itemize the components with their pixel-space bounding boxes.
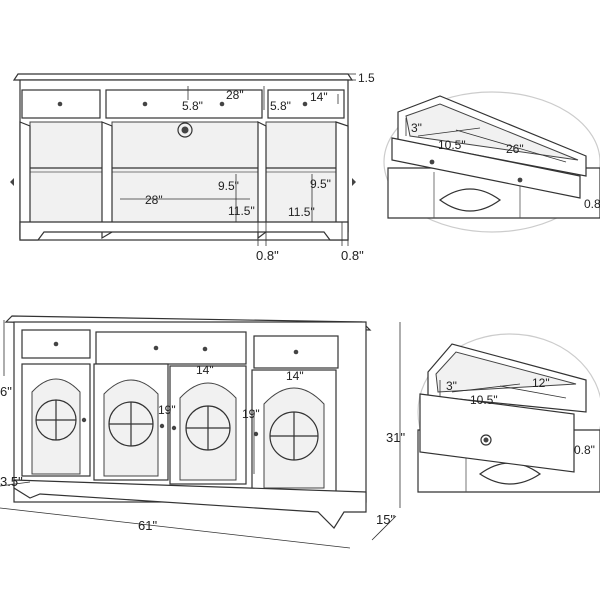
door-3 <box>169 365 247 485</box>
drawer-knob-icon <box>57 101 63 107</box>
open-door-center-left <box>101 121 113 240</box>
label-drawer-edge-top: 0.8 <box>584 197 600 211</box>
label-leg-left: 0.8" <box>256 248 279 263</box>
front-cabinet-base <box>13 479 367 529</box>
top-drawer-center <box>105 89 263 119</box>
arrow-right-icon <box>352 178 356 186</box>
door-2 <box>93 363 169 481</box>
arrow-left-icon <box>10 178 14 186</box>
door-knob-icon <box>81 417 87 423</box>
drawer-front-bottom <box>419 393 575 473</box>
label-center-bottom-height: 11.5" <box>228 204 255 218</box>
label-drawer-height-left: 5.8" <box>182 99 203 113</box>
door-knob-icon <box>171 425 177 431</box>
door-knob-icon <box>159 423 165 429</box>
door-4 <box>251 369 337 493</box>
label-depth: 15" <box>376 512 395 527</box>
label-overall-width: 61" <box>138 518 157 533</box>
front-cabinet-closed-view: 6" 14" 14" 19" 19" 3.5" 61" 31" 15" <box>0 315 405 549</box>
drawer-knob-icon <box>480 434 492 446</box>
label-door-width-left: 14" <box>196 363 214 377</box>
drawer-detail-top: 3" 10.5" 26" 0.8 <box>383 91 600 233</box>
top-cabinet-open-view: 1.5 28" 14" 5.8" 5.8" 28" 9.5" 9.5" 11.5… <box>10 71 375 263</box>
label-door-height-left: 19" <box>158 403 176 417</box>
label-drawer-inner-width-bottom: 10.5" <box>470 393 498 407</box>
label-side-drawer-width: 14" <box>310 90 328 104</box>
drawer-knob-icon <box>142 101 148 107</box>
drawer-knob-icon <box>429 159 435 165</box>
label-right-bottom-height: 11.5" <box>288 205 315 219</box>
label-door-height-right: 19" <box>242 407 260 421</box>
drawer-detail-bottom: 3" 10.5" 12" 0.8" <box>417 333 600 493</box>
top-cabinet-top-board <box>12 73 354 81</box>
label-shelf-width: 28" <box>145 193 163 207</box>
top-dimension-lines <box>120 73 356 246</box>
open-door-center-right <box>257 121 267 240</box>
cable-hole-icon <box>177 122 193 138</box>
open-door-left <box>19 121 31 240</box>
drawer-knob-icon <box>517 177 523 183</box>
front-dimension-lines <box>0 320 401 549</box>
open-door-right <box>335 121 349 239</box>
drawer-knob-icon <box>202 346 208 352</box>
label-drawer-length-top: 26" <box>506 142 524 156</box>
front-drawer-center <box>95 331 247 365</box>
label-base-inset: 3.5" <box>0 474 23 489</box>
drawer-front-top <box>391 137 581 199</box>
drawer-knob-icon <box>219 101 225 107</box>
label-overall-height: 31" <box>386 430 405 445</box>
door-1 <box>21 363 91 477</box>
label-center-drawer-width: 28" <box>226 88 244 102</box>
label-drawer-depth-bottom: 3" <box>446 379 457 393</box>
label-top-overhang: 1.5 <box>358 71 375 85</box>
label-door-width-right: 14" <box>286 369 304 383</box>
drawer-knob-icon <box>302 101 308 107</box>
label-drawer-height-right: 5.8" <box>270 99 291 113</box>
label-drawer-edge-bottom: 0.8" <box>574 443 595 457</box>
label-drawer-inner-width-top: 10.5" <box>438 138 466 152</box>
drawer-knob-icon <box>293 349 299 355</box>
drawer-knob-icon <box>153 345 159 351</box>
label-drawer-depth-top: 3" <box>411 121 422 135</box>
door-knob-icon <box>253 431 259 437</box>
label-leg-right: 0.8" <box>341 248 364 263</box>
label-height-left: 6" <box>0 384 12 399</box>
label-drawer-length-bottom: 12" <box>532 376 550 390</box>
drawer-knob-icon <box>53 341 59 347</box>
label-center-shelf-height: 9.5" <box>218 179 239 193</box>
label-right-shelf-height: 9.5" <box>310 177 331 191</box>
